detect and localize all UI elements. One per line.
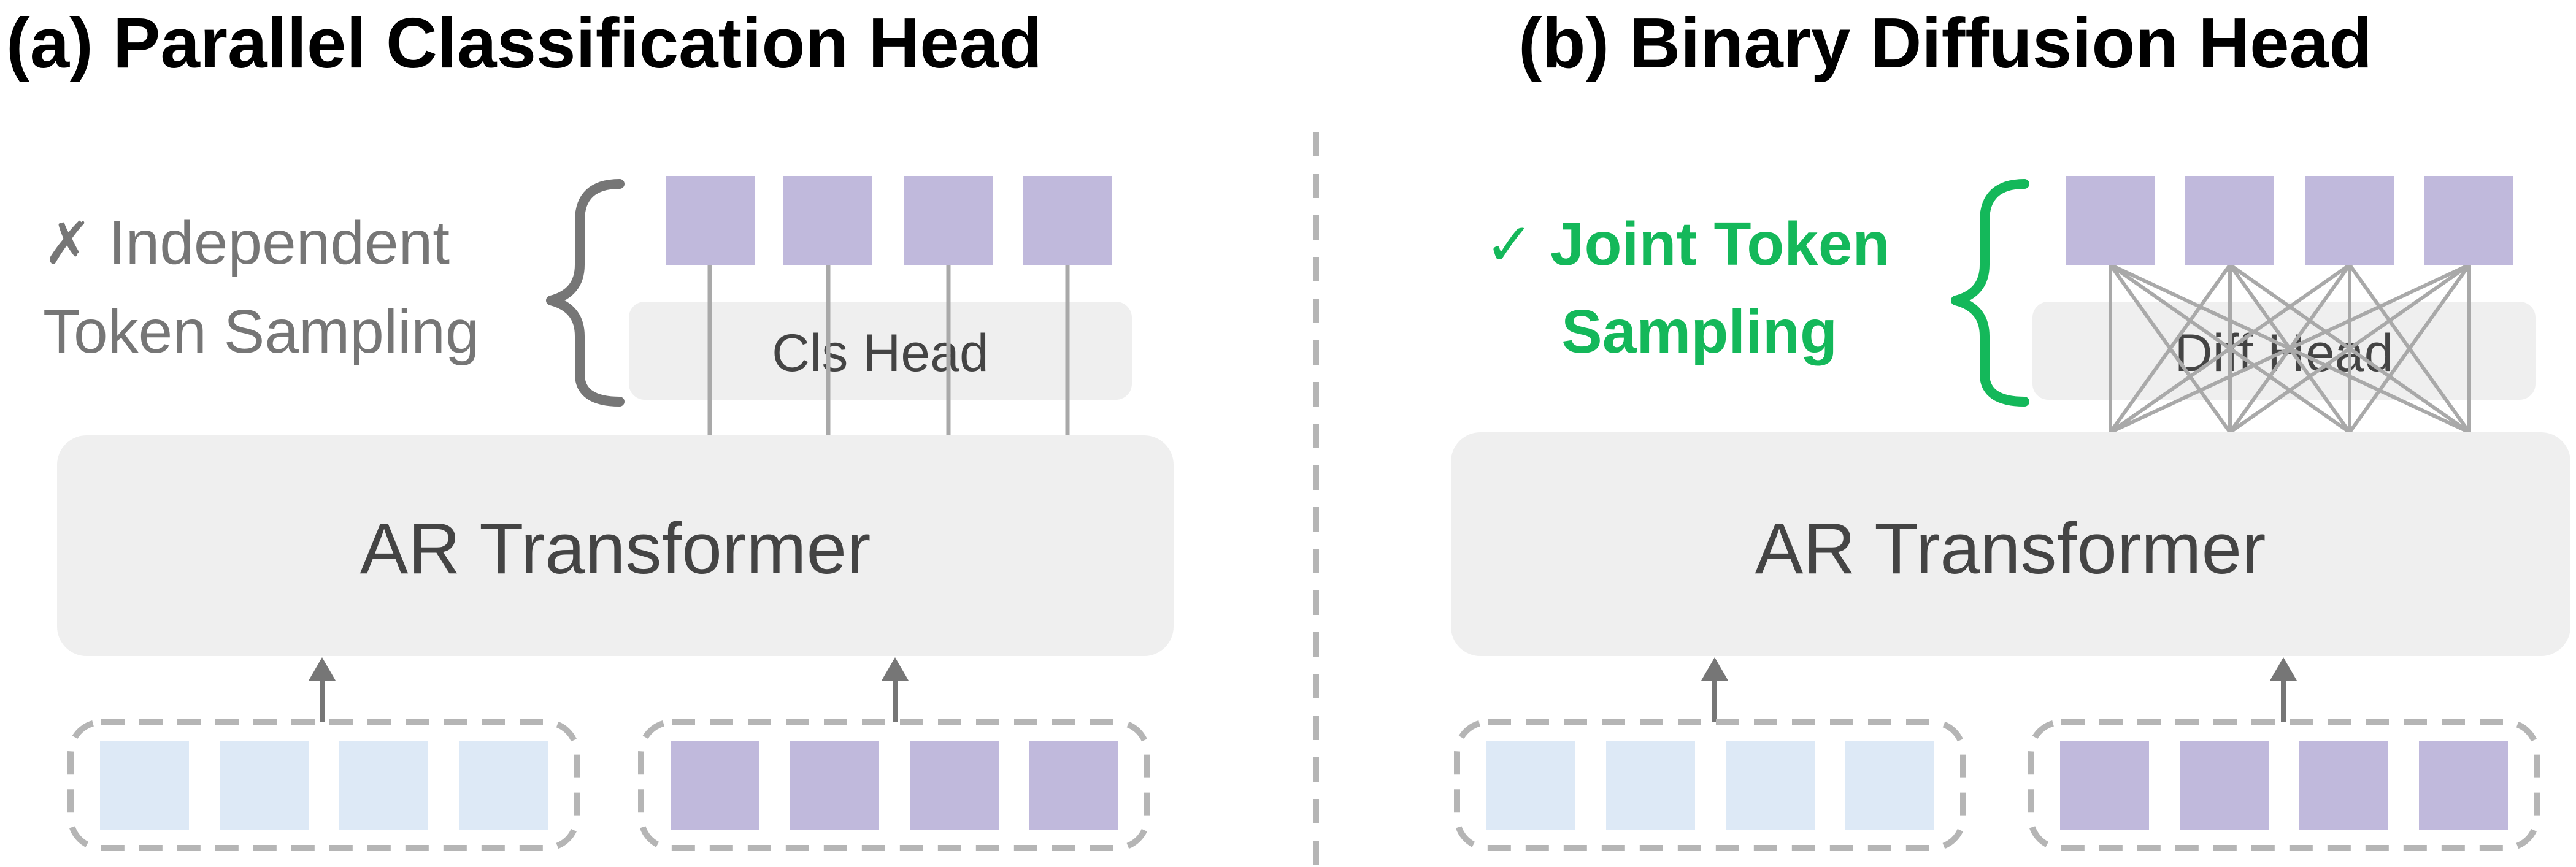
panel-b-input-arrows — [1701, 657, 2297, 722]
check-icon: ✓ — [1485, 210, 1534, 279]
output-token — [2066, 176, 2155, 265]
cls-head-label: Cls Head — [772, 324, 989, 383]
panel-a: (a) Parallel Classification Head ✗ Indep… — [6, 3, 1174, 851]
panel-a-output-tokens — [666, 176, 1112, 265]
panel-b: (b) Binary Diffusion Head ✓ Joint Token … — [1451, 3, 2570, 851]
input-token — [671, 741, 759, 830]
input-token — [1029, 741, 1118, 830]
cls-head-block — [629, 302, 1132, 400]
cross-icon: ✗ — [43, 209, 92, 278]
arrow-up-icon — [309, 657, 336, 681]
input-token — [100, 741, 189, 830]
input-token — [1486, 741, 1575, 830]
panel-b-input-tokens-light — [1486, 741, 1934, 830]
input-token — [1726, 741, 1815, 830]
arrow-up-icon — [2270, 657, 2297, 681]
output-token — [783, 176, 872, 265]
output-token — [666, 176, 755, 265]
arrow-up-icon — [882, 657, 909, 681]
input-token — [2180, 741, 2269, 830]
panel-a-input-arrows — [309, 657, 909, 722]
panel-a-title: (a) Parallel Classification Head — [6, 3, 1042, 83]
panel-b-output-tokens — [2066, 176, 2513, 265]
input-token — [2299, 741, 2388, 830]
input-token — [910, 741, 999, 830]
panel-b-note-line-1: ✓ Joint Token — [1485, 210, 1890, 279]
panel-a-input-tokens-dark — [671, 741, 1118, 830]
panel-b-connectors — [2109, 263, 2471, 434]
panel-a-connectors — [707, 265, 1070, 435]
output-token — [2305, 176, 2394, 265]
input-token — [1845, 741, 1934, 830]
ar-transformer-label-a: AR Transformer — [360, 508, 871, 589]
output-token — [2424, 176, 2513, 265]
output-token — [904, 176, 993, 265]
arrow-up-icon — [1701, 657, 1728, 681]
ar-transformer-block-a — [57, 435, 1174, 656]
panel-a-note-line-1: ✗ Independent — [43, 208, 450, 278]
panel-b-note-line-2: Sampling — [1561, 297, 1837, 366]
panel-a-bracket — [546, 179, 625, 407]
input-token — [459, 741, 548, 830]
input-token — [2419, 741, 2508, 830]
output-token — [1023, 176, 1112, 265]
panel-b-bracket — [1951, 179, 2029, 407]
ar-transformer-label-b: AR Transformer — [1755, 508, 2266, 589]
input-token — [2060, 741, 2149, 830]
ar-transformer-block-b — [1451, 432, 2570, 656]
output-token — [2185, 176, 2274, 265]
panel-a-note-line-2: Token Sampling — [43, 297, 480, 366]
input-token — [339, 741, 428, 830]
input-token — [790, 741, 879, 830]
input-token — [1606, 741, 1695, 830]
panel-a-input-tokens-light — [100, 741, 548, 830]
panel-b-title: (b) Binary Diffusion Head — [1518, 3, 2372, 83]
panel-b-input-tokens-dark — [2060, 741, 2508, 830]
input-token — [220, 741, 309, 830]
